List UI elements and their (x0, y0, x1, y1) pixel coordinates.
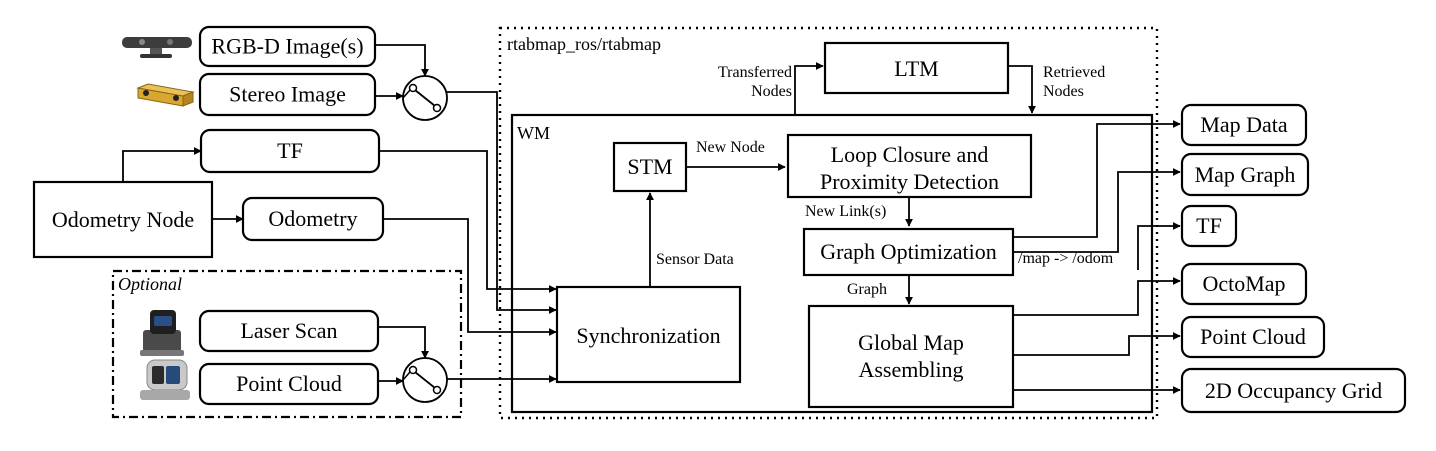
optional-container (111, 269, 463, 419)
laser-scanner-icon (140, 310, 184, 356)
stm-box: STM (612, 141, 688, 193)
loop-closure-label-2: Proximity Detection (820, 169, 999, 194)
odometry-node-label: Odometry Node (52, 207, 194, 232)
retrieved-nodes-label-1: Retrieved (1043, 64, 1105, 81)
octomap-label: OctoMap (1202, 271, 1285, 296)
point-cloud-input-box: Point Cloud (198, 362, 380, 406)
optional-label: Optional (118, 274, 182, 294)
octomap-output-box: OctoMap (1180, 262, 1308, 306)
odometry-node-box: Odometry Node (32, 180, 214, 259)
synchronization-label: Synchronization (576, 323, 720, 348)
output-connectors (1013, 120, 1181, 394)
tf-output-box: TF (1180, 204, 1238, 248)
global-map-label-1: Global Map (858, 330, 964, 355)
transferred-nodes-label-2: Nodes (751, 83, 792, 100)
rgbd-camera-icon (122, 37, 192, 58)
transferred-nodes-label-1: Transferred (718, 64, 792, 81)
map-data-label: Map Data (1200, 112, 1288, 137)
map-graph-output-box: Map Graph (1180, 152, 1310, 197)
stm-label: STM (627, 154, 672, 179)
ltm-label: LTM (894, 56, 938, 81)
loop-closure-label-1: Loop Closure and (831, 142, 989, 167)
rgbd-image-box: RGB-D Image(s) (198, 25, 377, 68)
synchronization-box: Synchronization (555, 285, 742, 384)
point-cloud-output-label: Point Cloud (1200, 324, 1306, 349)
stereo-image-box: Stereo Image (198, 72, 377, 117)
rtabmap-node-container (498, 26, 1159, 420)
point-cloud-output-box: Point Cloud (1180, 315, 1326, 359)
wm-container (510, 113, 1154, 414)
stereo-camera-icon (136, 83, 195, 107)
ltm-box: LTM (823, 41, 1010, 95)
tf-output-label: TF (1196, 213, 1222, 238)
new-links-label: New Link(s) (805, 203, 886, 220)
retrieved-nodes-label-2: Nodes (1043, 83, 1084, 100)
map-graph-label: Map Graph (1195, 162, 1296, 187)
stereo-image-label: Stereo Image (229, 82, 346, 107)
depth-sensor-icon (140, 359, 190, 400)
occupancy-grid-output-box: 2D Occupancy Grid (1180, 367, 1407, 414)
graph-optimization-box: Graph Optimization (802, 227, 1015, 277)
wm-label: WM (517, 123, 550, 143)
loop-closure-box: Loop Closure and Proximity Detection (786, 133, 1033, 199)
new-node-label: New Node (696, 139, 765, 156)
laser-scan-box: Laser Scan (198, 309, 380, 353)
graph-optimization-label: Graph Optimization (820, 239, 997, 264)
global-map-label-2: Assembling (858, 357, 963, 382)
tf-input-label: TF (277, 138, 303, 163)
sensor-data-label: Sensor Data (656, 251, 734, 268)
switch-icon-bottom (402, 357, 448, 403)
occupancy-grid-label: 2D Occupancy Grid (1205, 378, 1382, 403)
switch-icon-top (402, 75, 448, 121)
laser-scan-label: Laser Scan (240, 318, 337, 343)
odometry-box: Odometry (241, 196, 385, 242)
rgbd-image-label: RGB-D Image(s) (211, 34, 363, 59)
rtabmap-node-title: rtabmap_ros/rtabmap (507, 34, 661, 54)
graph-label: Graph (847, 281, 887, 298)
point-cloud-input-label: Point Cloud (236, 371, 342, 396)
tf-input-box: TF (199, 128, 381, 174)
global-map-box: Global Map Assembling (807, 304, 1015, 409)
map-odom-label: /map -> /odom (1018, 250, 1114, 267)
map-data-output-box: Map Data (1180, 103, 1308, 147)
odometry-label: Odometry (268, 206, 357, 231)
input-connectors (122, 44, 557, 385)
